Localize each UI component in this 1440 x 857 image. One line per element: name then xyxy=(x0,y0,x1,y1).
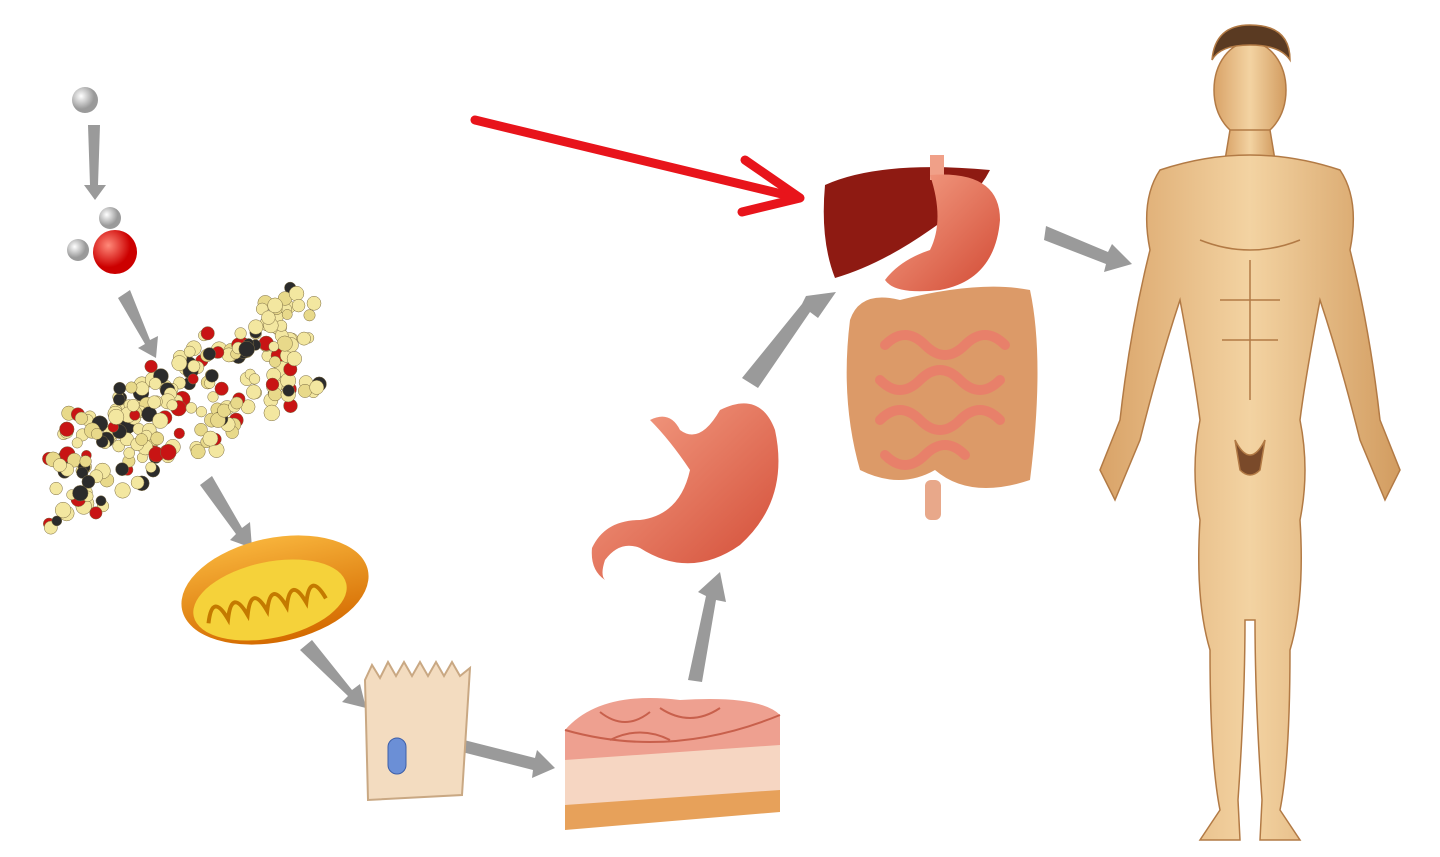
atom-sphere xyxy=(91,428,103,440)
atom-sphere xyxy=(114,482,131,499)
organ-system-digestive-icon xyxy=(823,155,1038,520)
atom-sphere xyxy=(123,447,135,459)
atom-sphere xyxy=(115,462,129,476)
macromolecule-icon xyxy=(42,281,327,535)
atom-sphere xyxy=(113,393,126,406)
atom-sphere xyxy=(205,369,219,383)
flow-arrow-icon xyxy=(688,572,726,682)
molecule-icon xyxy=(67,207,137,274)
atom-sphere xyxy=(214,381,229,396)
atom-sphere xyxy=(51,515,63,527)
red-arrow-icon xyxy=(470,115,805,217)
atom-sphere xyxy=(309,380,325,395)
atom-sphere xyxy=(194,423,208,437)
atom-sphere xyxy=(125,381,138,394)
atom-sphere xyxy=(238,341,255,358)
atom-sphere xyxy=(79,455,92,468)
atom-sphere xyxy=(269,355,281,368)
atom-sphere xyxy=(303,309,316,322)
atom-sphere xyxy=(113,381,127,395)
atom-sphere xyxy=(166,399,178,411)
atom-sphere xyxy=(89,506,103,520)
atom-sphere xyxy=(76,466,89,479)
atom-sphere xyxy=(202,430,219,447)
atom-sphere xyxy=(145,461,157,473)
atom-sphere xyxy=(268,341,279,352)
atom-sphere xyxy=(160,443,177,461)
atom-sphere xyxy=(261,310,276,325)
atom-sphere xyxy=(187,373,199,385)
atom-sphere xyxy=(150,431,164,446)
flow-arrow-icon xyxy=(742,292,836,388)
flow-arrow-icon xyxy=(462,740,555,778)
atom-sphere xyxy=(288,285,305,302)
atom-sphere xyxy=(230,396,244,410)
atom-sphere xyxy=(74,411,88,425)
atom-sphere xyxy=(144,359,158,373)
atom-sphere xyxy=(265,377,280,392)
atom-sphere xyxy=(130,475,145,490)
atom-sphere xyxy=(171,355,188,371)
atom-sphere xyxy=(149,377,162,390)
atom-sphere xyxy=(263,404,280,422)
atom-sphere xyxy=(281,309,293,320)
atom-sphere xyxy=(207,391,219,403)
atom-sphere xyxy=(59,421,75,437)
atom-sphere xyxy=(135,433,148,446)
atom-sphere xyxy=(190,444,206,460)
atom-sphere xyxy=(200,326,215,341)
organelle-mitochondrion-icon xyxy=(181,535,369,645)
atom-sphere xyxy=(267,297,283,314)
atom-sphere xyxy=(52,458,67,473)
atom-icon xyxy=(72,87,98,113)
tissue-icon xyxy=(564,698,781,830)
flow-arrow-icon xyxy=(118,290,158,358)
atom-sphere xyxy=(71,437,83,449)
flow-arrow-icon xyxy=(1044,226,1132,272)
atom-sphere xyxy=(195,406,207,418)
atom-sphere xyxy=(297,331,311,346)
cell-icon xyxy=(363,659,472,802)
atom-sphere xyxy=(291,298,306,313)
atom-sphere xyxy=(246,384,262,400)
organism-human-icon xyxy=(1099,24,1401,841)
atom-sphere xyxy=(108,408,125,425)
organ-stomach-icon xyxy=(591,403,779,580)
atom-sphere xyxy=(249,373,261,385)
atom-sphere xyxy=(202,347,216,361)
atom-sphere xyxy=(54,501,72,519)
atom-sphere xyxy=(81,475,96,489)
atom-sphere xyxy=(306,296,322,311)
atom-sphere xyxy=(152,412,169,429)
atom-sphere xyxy=(234,327,247,340)
atom-sphere xyxy=(72,485,89,502)
atom-sphere xyxy=(286,351,302,367)
atom-sphere xyxy=(248,319,264,335)
atom-sphere xyxy=(49,481,63,496)
atom-sphere xyxy=(185,402,197,414)
atom-sphere xyxy=(282,384,295,397)
atom-sphere xyxy=(95,495,107,507)
atom-sphere xyxy=(276,335,293,352)
atom-sphere xyxy=(147,395,161,409)
flow-arrow-icon xyxy=(84,125,106,200)
atom-sphere xyxy=(173,427,185,439)
flow-arrow-icon xyxy=(300,640,366,708)
atom-sphere xyxy=(126,399,140,412)
flow-arrow-icon xyxy=(200,476,252,548)
atom-sphere xyxy=(183,345,196,358)
atom-sphere xyxy=(187,359,201,373)
